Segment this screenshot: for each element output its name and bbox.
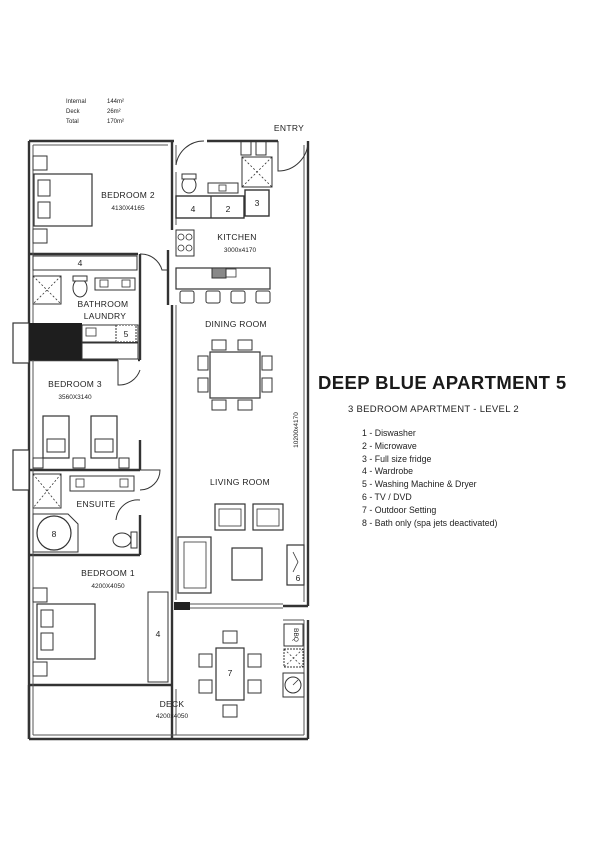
legend-item: 5 - Washing Machine & Dryer: [362, 479, 477, 490]
kitchen-sink: [211, 267, 227, 279]
room-label-ensuite: ENSUITE: [77, 499, 116, 509]
legend-item: 3 - Full size fridge: [362, 453, 432, 464]
room-label-bedroom-1: BEDROOM 1: [81, 568, 135, 578]
fixture-number-4-bedroom-1: 4: [156, 629, 161, 639]
fixture-number-2: 2: [226, 204, 231, 214]
dim-vertical: 10200x4170: [293, 412, 300, 448]
apartment-subtitle: 3 BEDROOM APARTMENT - LEVEL 2: [348, 404, 519, 415]
room-dim-bedroom-2: 4130X4165: [111, 205, 145, 212]
room-label-kitchen: KITCHEN: [217, 232, 256, 242]
cooktop: [175, 229, 195, 257]
legend-item: 1 - Diswasher: [362, 428, 416, 438]
wardrobe-bedroom-2: 4: [32, 255, 138, 271]
area-table: Internal 144m² Deck 26m² Total 170m²: [66, 99, 124, 125]
legend-list: 1 - Diswasher 2 - Microwave 3 - Full siz…: [362, 427, 588, 529]
room-label-dining: DINING ROOM: [205, 319, 267, 329]
ensuite: ENSUITE 8: [32, 473, 138, 553]
bed-bedroom-2: [33, 173, 93, 227]
bedroom-1: BEDROOM 1 4200X4050 4: [32, 568, 169, 683]
bbq: [283, 623, 304, 647]
room-label-living: LIVING ROOM: [210, 477, 270, 487]
toilet-ensuite: [112, 532, 132, 548]
legend-item: 4 - Wardrobe: [362, 466, 414, 477]
fixture-number-4: 4: [78, 258, 83, 268]
toilet-bathroom: [72, 278, 88, 298]
spa-bath: [36, 515, 72, 551]
sofa: [177, 536, 212, 594]
wardrobe-bedroom-1: [147, 591, 169, 683]
area-deck-label: Deck: [66, 109, 81, 115]
kitchen: 4 2 3 KITCHEN 3000x4170: [175, 140, 273, 304]
legend-item: 8 - Bath only (spa jets deactivated): [362, 517, 498, 528]
room-dim-deck: 4200x4050: [156, 713, 189, 720]
room-dim-kitchen: 3000x4170: [224, 247, 257, 254]
fixture-number-6: 6: [296, 573, 301, 583]
room-label-bedroom-3: BEDROOM 3: [48, 379, 102, 389]
area-total-value: 170m²: [107, 119, 124, 125]
bedroom-2: BEDROOM 2 4130X4165: [32, 155, 155, 244]
dining-table: [209, 351, 261, 399]
fixture-number-7: 7: [228, 668, 233, 678]
room-dim-bedroom-1: 4200X4050: [91, 583, 125, 590]
outdoor-deck: 7 BBQ: [198, 623, 305, 718]
bed-bedroom-1: [36, 603, 96, 660]
fixture-number-8: 8: [52, 529, 57, 539]
room-dim-bedroom-3: 3560X3140: [58, 394, 92, 401]
fixture-number-3: 3: [255, 198, 260, 208]
area-total-label: Total: [66, 119, 79, 125]
tv-unit: [286, 544, 305, 586]
dining-room: DINING ROOM: [197, 319, 273, 411]
outdoor-table: [215, 647, 245, 701]
fixture-number-5: 5: [124, 329, 129, 339]
living-room: LIVING ROOM 6: [177, 477, 305, 594]
area-internal-value: 144m²: [107, 99, 124, 105]
legend-item: 2 - Microwave: [362, 440, 417, 451]
bathroom-laundry: BATHROOM LAUNDRY 5: [29, 275, 139, 360]
legend-item: 7 - Outdoor Setting: [362, 504, 437, 515]
fixture-number-4-kitchen: 4: [191, 204, 196, 214]
area-deck-value: 26m²: [107, 109, 121, 115]
apartment-title: DEEP BLUE APARTMENT 5: [318, 372, 567, 393]
room-label-deck: DECK: [160, 699, 185, 709]
fridge: [244, 189, 270, 217]
room-label-laundry: LAUNDRY: [84, 311, 127, 321]
label-bbq: BBQ: [292, 628, 299, 642]
bedroom-3: BEDROOM 3 3560X3140: [32, 379, 130, 469]
deck-bedroom: DECK 4200x4050: [156, 699, 189, 720]
room-label-bathroom: BATHROOM: [78, 299, 129, 309]
title-block: DEEP BLUE APARTMENT 5 3 BEDROOM APARTMEN…: [318, 372, 588, 529]
washing-machine: [115, 324, 137, 343]
vanity-ensuite: [69, 475, 135, 492]
legend-item: 6 - TV / DVD: [362, 491, 412, 502]
laundry-cabinet: [29, 323, 82, 360]
coffee-table: [231, 547, 263, 581]
room-label-bedroom-2: BEDROOM 2: [101, 190, 155, 200]
label-entry: ENTRY: [274, 123, 304, 133]
area-internal-label: Internal: [66, 99, 86, 105]
